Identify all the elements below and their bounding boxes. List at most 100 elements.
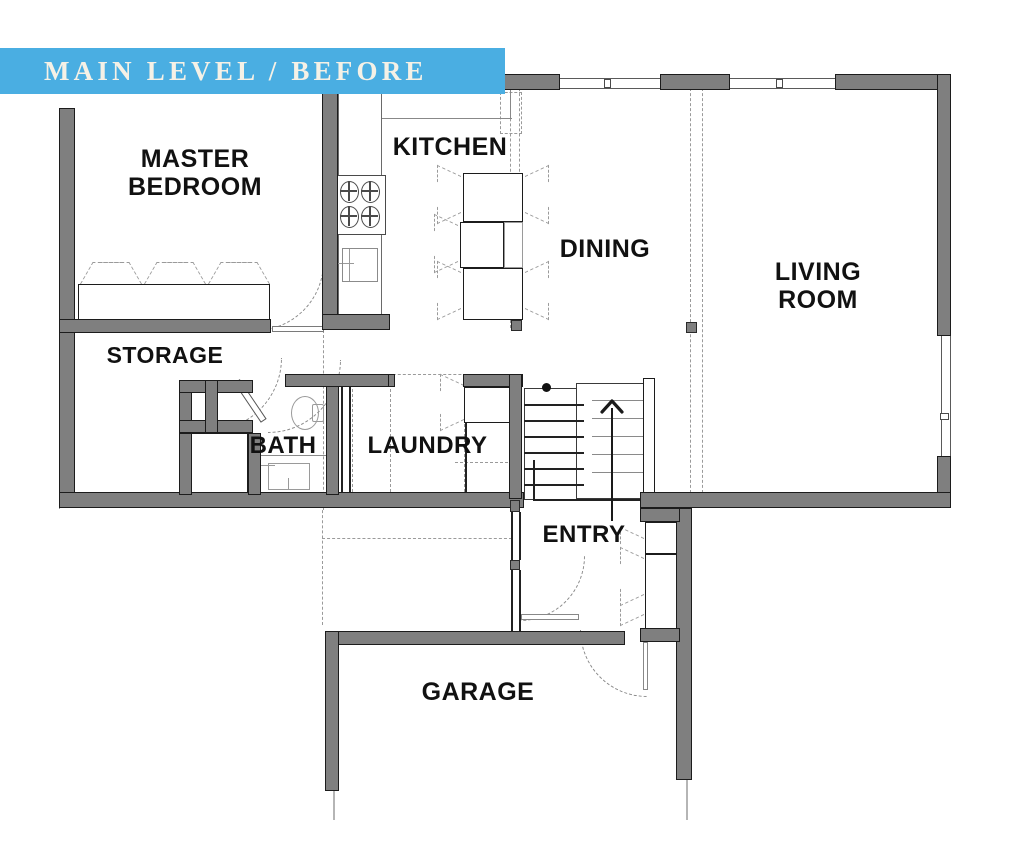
window-mullion [776,79,783,88]
interior-wall-laundry-right [509,374,522,499]
door-leaf-master [272,326,324,332]
room-label-dining: DINING [559,235,651,263]
exterior-wall-bottom-main [59,492,524,508]
stair-landing-edge [533,499,645,501]
burner-grate [348,206,350,226]
room-label-garage: GARAGE [421,678,535,706]
stair-tread [524,420,584,422]
bifold-door-leaf [525,164,549,193]
window-mullion [604,79,611,88]
laundry-door-leaf [440,403,464,432]
burner-grate [369,181,371,201]
exterior-wall-top-mid [660,74,730,90]
toilet-bowl [291,396,319,430]
stair-direction-arrow-line [611,408,613,521]
laundry-appliance [464,387,510,423]
kitchen-soffit-line [382,118,512,120]
overhead-dashed-line [59,508,60,509]
stair-newel-post [542,383,551,392]
laundry-wall-stub [465,423,467,495]
door-leaf-garage-entry [643,642,648,690]
room-label-storage: STORAGE [106,342,224,368]
overhead-dashed-line [322,505,323,625]
exterior-wall-right-lower [937,456,951,494]
room-label-master-bedroom: MASTER BEDROOM [127,145,263,201]
interior-wall-garage-top [325,631,625,645]
laundry-wall-stub [349,387,351,495]
interior-wall-entry-right [676,508,692,780]
stair-tread [592,454,646,456]
stair-enclosure-wall [643,378,655,500]
stair-tread [524,436,584,438]
window-mullion [940,413,949,420]
shower-stall [186,433,248,495]
interior-wall-entry-closet-top [640,508,680,522]
overhead-dashed-line [455,462,513,463]
cooktop-burner [361,206,380,228]
sink-divider [349,248,351,282]
burner-grate [369,206,371,226]
cabinet-post [511,320,522,331]
bifold-door-leaf [525,260,549,289]
cooktop-burner [340,206,359,228]
kitchen-sink [342,248,378,282]
interior-wall-closet-side [205,380,218,433]
door-leaf-garage-laundry [521,614,579,620]
door-jamb-garage-laundry [510,500,520,512]
shower-valve-line [253,465,275,467]
stair-tread [592,400,646,402]
bifold-door-leaf [525,292,549,321]
interior-wall-shower-right [248,433,261,495]
room-label-living-room: LIVING ROOM [774,258,862,314]
overhead-dashed-line [352,374,353,502]
dining-cabinet-lower [463,268,523,320]
interior-wall-kitchen-bottom [322,314,390,330]
overhead-dashed-line [690,78,691,503]
interior-wall-laundry-top-left [285,374,389,387]
interior-wall-garage-left [325,631,339,791]
door-jamb-line [519,570,521,632]
window-living-room-right [941,336,951,456]
vanity-faucet [288,478,290,490]
exterior-wall-bottom-living [640,492,951,508]
kitchen-soffit-line [510,90,512,118]
room-label-kitchen: KITCHEN [392,133,508,161]
stair-up-arrow-icon [600,399,624,414]
interior-wall-entry-closet-bottom [640,628,680,642]
dining-cabinet-upper [463,173,523,222]
title-banner-text: MAIN LEVEL / BEFORE [44,55,428,86]
door-jamb-line [511,570,513,632]
room-label-laundry: LAUNDRY [367,432,488,459]
interior-wall-shower-left [179,433,192,495]
stair-tread [524,484,584,486]
overhead-dashed-line [390,374,391,502]
cooktop-burner [361,181,380,203]
stair-tread [592,472,646,474]
exterior-wall-right-upper [937,74,951,336]
exterior-wall-left [59,108,75,508]
stair-tread [524,452,584,454]
door-jamb-line [511,512,513,560]
entry-coat-closet-upper [645,522,678,554]
burner-grate [348,181,350,201]
laundry-wall-stub [341,387,343,495]
overhead-dashed-line [322,538,512,539]
overhead-dashed-line [322,374,522,375]
interior-wall-laundry-top-right [463,374,523,387]
overhead-dashed-line [702,78,703,503]
toilet-tank [312,404,324,422]
vanity-sink-basin [268,463,310,490]
exterior-wall-top-left [500,74,560,90]
exterior-wall-top-right [835,74,950,90]
door-jamb-garage-laundry [510,560,520,570]
sink-faucet [338,263,354,265]
dining-cabinet-middle-right [504,222,523,268]
room-label-entry: ENTRY [542,521,626,548]
stair-tread [524,404,584,406]
interior-wall-master-kitchen [322,90,338,328]
master-closet [78,284,270,322]
title-banner: MAIN LEVEL / BEFORE [0,48,505,94]
stair-tread [592,436,646,438]
entry-coat-closet-lower [645,554,678,630]
